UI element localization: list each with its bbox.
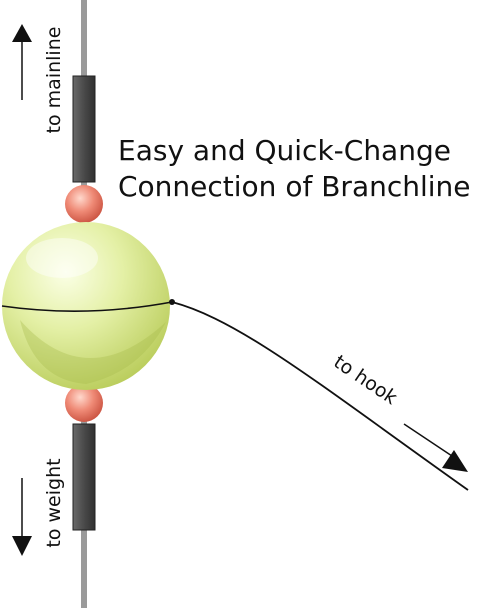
- title-line-1: Easy and Quick-Change: [118, 134, 451, 167]
- float-equator: [1, 301, 173, 312]
- label-to-hook: to hook: [330, 351, 402, 409]
- hook-arrow-icon: [403, 423, 468, 472]
- lower-sleeve: [72, 423, 96, 531]
- down-arrow-icon: [12, 478, 32, 556]
- label-to-weight: to weight: [43, 458, 65, 547]
- label-to-mainline: to mainline: [43, 27, 65, 134]
- branchline: [171, 301, 469, 491]
- float-ball: [2, 222, 170, 390]
- branchline-knot: [169, 299, 175, 305]
- upper-bead: [65, 185, 103, 223]
- title-line-2: Connection of Branchline: [118, 170, 471, 203]
- upper-sleeve: [72, 75, 96, 183]
- up-arrow-icon: [12, 24, 32, 100]
- lower-bead: [65, 384, 103, 422]
